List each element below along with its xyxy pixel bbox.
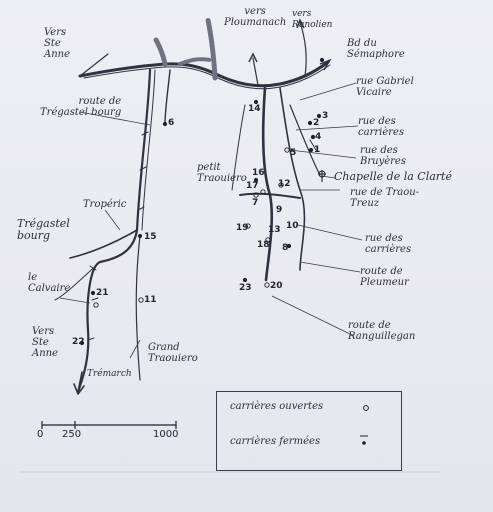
- quarry-number-4: 4: [315, 132, 322, 142]
- road-central-east: [279, 87, 306, 271]
- road-vers-ranolien: [299, 21, 307, 77]
- quarry-number-10: 10: [286, 221, 299, 231]
- quarry-number-8: 8: [282, 243, 289, 253]
- quarry-number-23: 23: [239, 283, 252, 293]
- label-route-de-ranguillegan: route de Ranguillegan: [348, 320, 416, 342]
- label-vers-ste-anne-bottom: Vers Ste Anne: [32, 326, 59, 359]
- road-petit-traouiero: [231, 104, 246, 191]
- label-petit-traouiero: petit Traouiero: [197, 162, 247, 184]
- scale-label-end: 1000: [153, 429, 179, 440]
- legend-open-label: carrières ouvertes: [230, 401, 324, 412]
- road-bourg: [69, 229, 138, 259]
- road-vers-ste-anne-top: [79, 53, 109, 77]
- label-rue-des-carrieres-1: rue des carrières: [358, 116, 405, 138]
- label-rue-gabriel-vicaire: rue Gabriel Vicaire: [356, 76, 414, 98]
- road-north-1: [153, 37, 168, 67]
- label-rue-des-bruyeres: rue des Bruyères: [360, 145, 406, 167]
- quarry-number-7: 7: [252, 198, 259, 208]
- quarry-number-15: 15: [144, 232, 157, 242]
- road-vers-ste-anne-bottom: [77, 371, 83, 393]
- quarry-number-3: 3: [322, 111, 329, 121]
- label-grand-traouiero: Grand Traouiero: [148, 342, 198, 364]
- label-bd-du-semaphore: Bd du Sémaphore: [347, 38, 405, 60]
- road-tregastel: [76, 68, 152, 394]
- label-route-de-tregastel-bourg: route de Trégastel bourg: [40, 96, 122, 118]
- road-6-branch: [164, 69, 171, 125]
- quarry-number-1: 1: [314, 145, 321, 155]
- label-tregastel-bourg: Trégastel bourg: [17, 217, 70, 242]
- quarry-number-14: 14: [248, 104, 261, 114]
- quarry-number-2: 2: [313, 118, 320, 128]
- road-north-2: [205, 17, 218, 81]
- legend-box: [216, 391, 402, 471]
- label-route-de-pleumeur: route de Pleumeur: [360, 266, 409, 288]
- label-tremarch: Trémarch: [87, 369, 132, 379]
- quarry-number-20: 20: [270, 281, 283, 291]
- label-le-calvaire: le Calvaire: [28, 272, 71, 294]
- quarry-number-21: 21: [96, 288, 109, 298]
- quarry-number-22: 22: [72, 337, 85, 347]
- label-vers-ranolien: vers Ranolien: [292, 9, 333, 30]
- quarry-number-9: 9: [276, 205, 283, 215]
- scale-label-zero: 0: [37, 429, 44, 440]
- legend-closed-label: carrières fermées: [230, 436, 321, 447]
- quarry-number-16: 16: [252, 168, 265, 178]
- scale-label-mid: 250: [62, 429, 82, 440]
- road-east: [289, 104, 321, 176]
- quarry-number-19: 19: [236, 223, 249, 233]
- quarry-number-12: 12: [278, 179, 291, 189]
- quarry-number-13: 13: [268, 225, 281, 235]
- quarry-number-17: 17: [246, 181, 259, 191]
- label-chapelle-de-la-clarte: Chapelle de la Clarté: [334, 170, 452, 183]
- road-central-west: [261, 86, 274, 282]
- scale-bar: [41, 421, 177, 429]
- label-rue-des-carrieres-2: rue des carrières: [365, 233, 412, 255]
- label-rue-de-traou-treuz: rue de Traou- Treuz: [350, 187, 420, 209]
- road-top-main: [78, 60, 330, 88]
- road-vers-ploumanach: [252, 57, 259, 86]
- label-vers-ploumanach: vers Ploumanach: [224, 6, 287, 28]
- road-grand-traouiero: [135, 235, 141, 381]
- quarry-number-6: 6: [168, 118, 175, 128]
- label-troperic: Tropéric: [83, 199, 127, 210]
- quarry-number-5: 5: [290, 148, 297, 158]
- label-vers-ste-anne-top: Vers Ste Anne: [44, 27, 71, 60]
- quarry-number-11: 11: [144, 295, 157, 305]
- quarry-number-18: 18: [257, 240, 270, 250]
